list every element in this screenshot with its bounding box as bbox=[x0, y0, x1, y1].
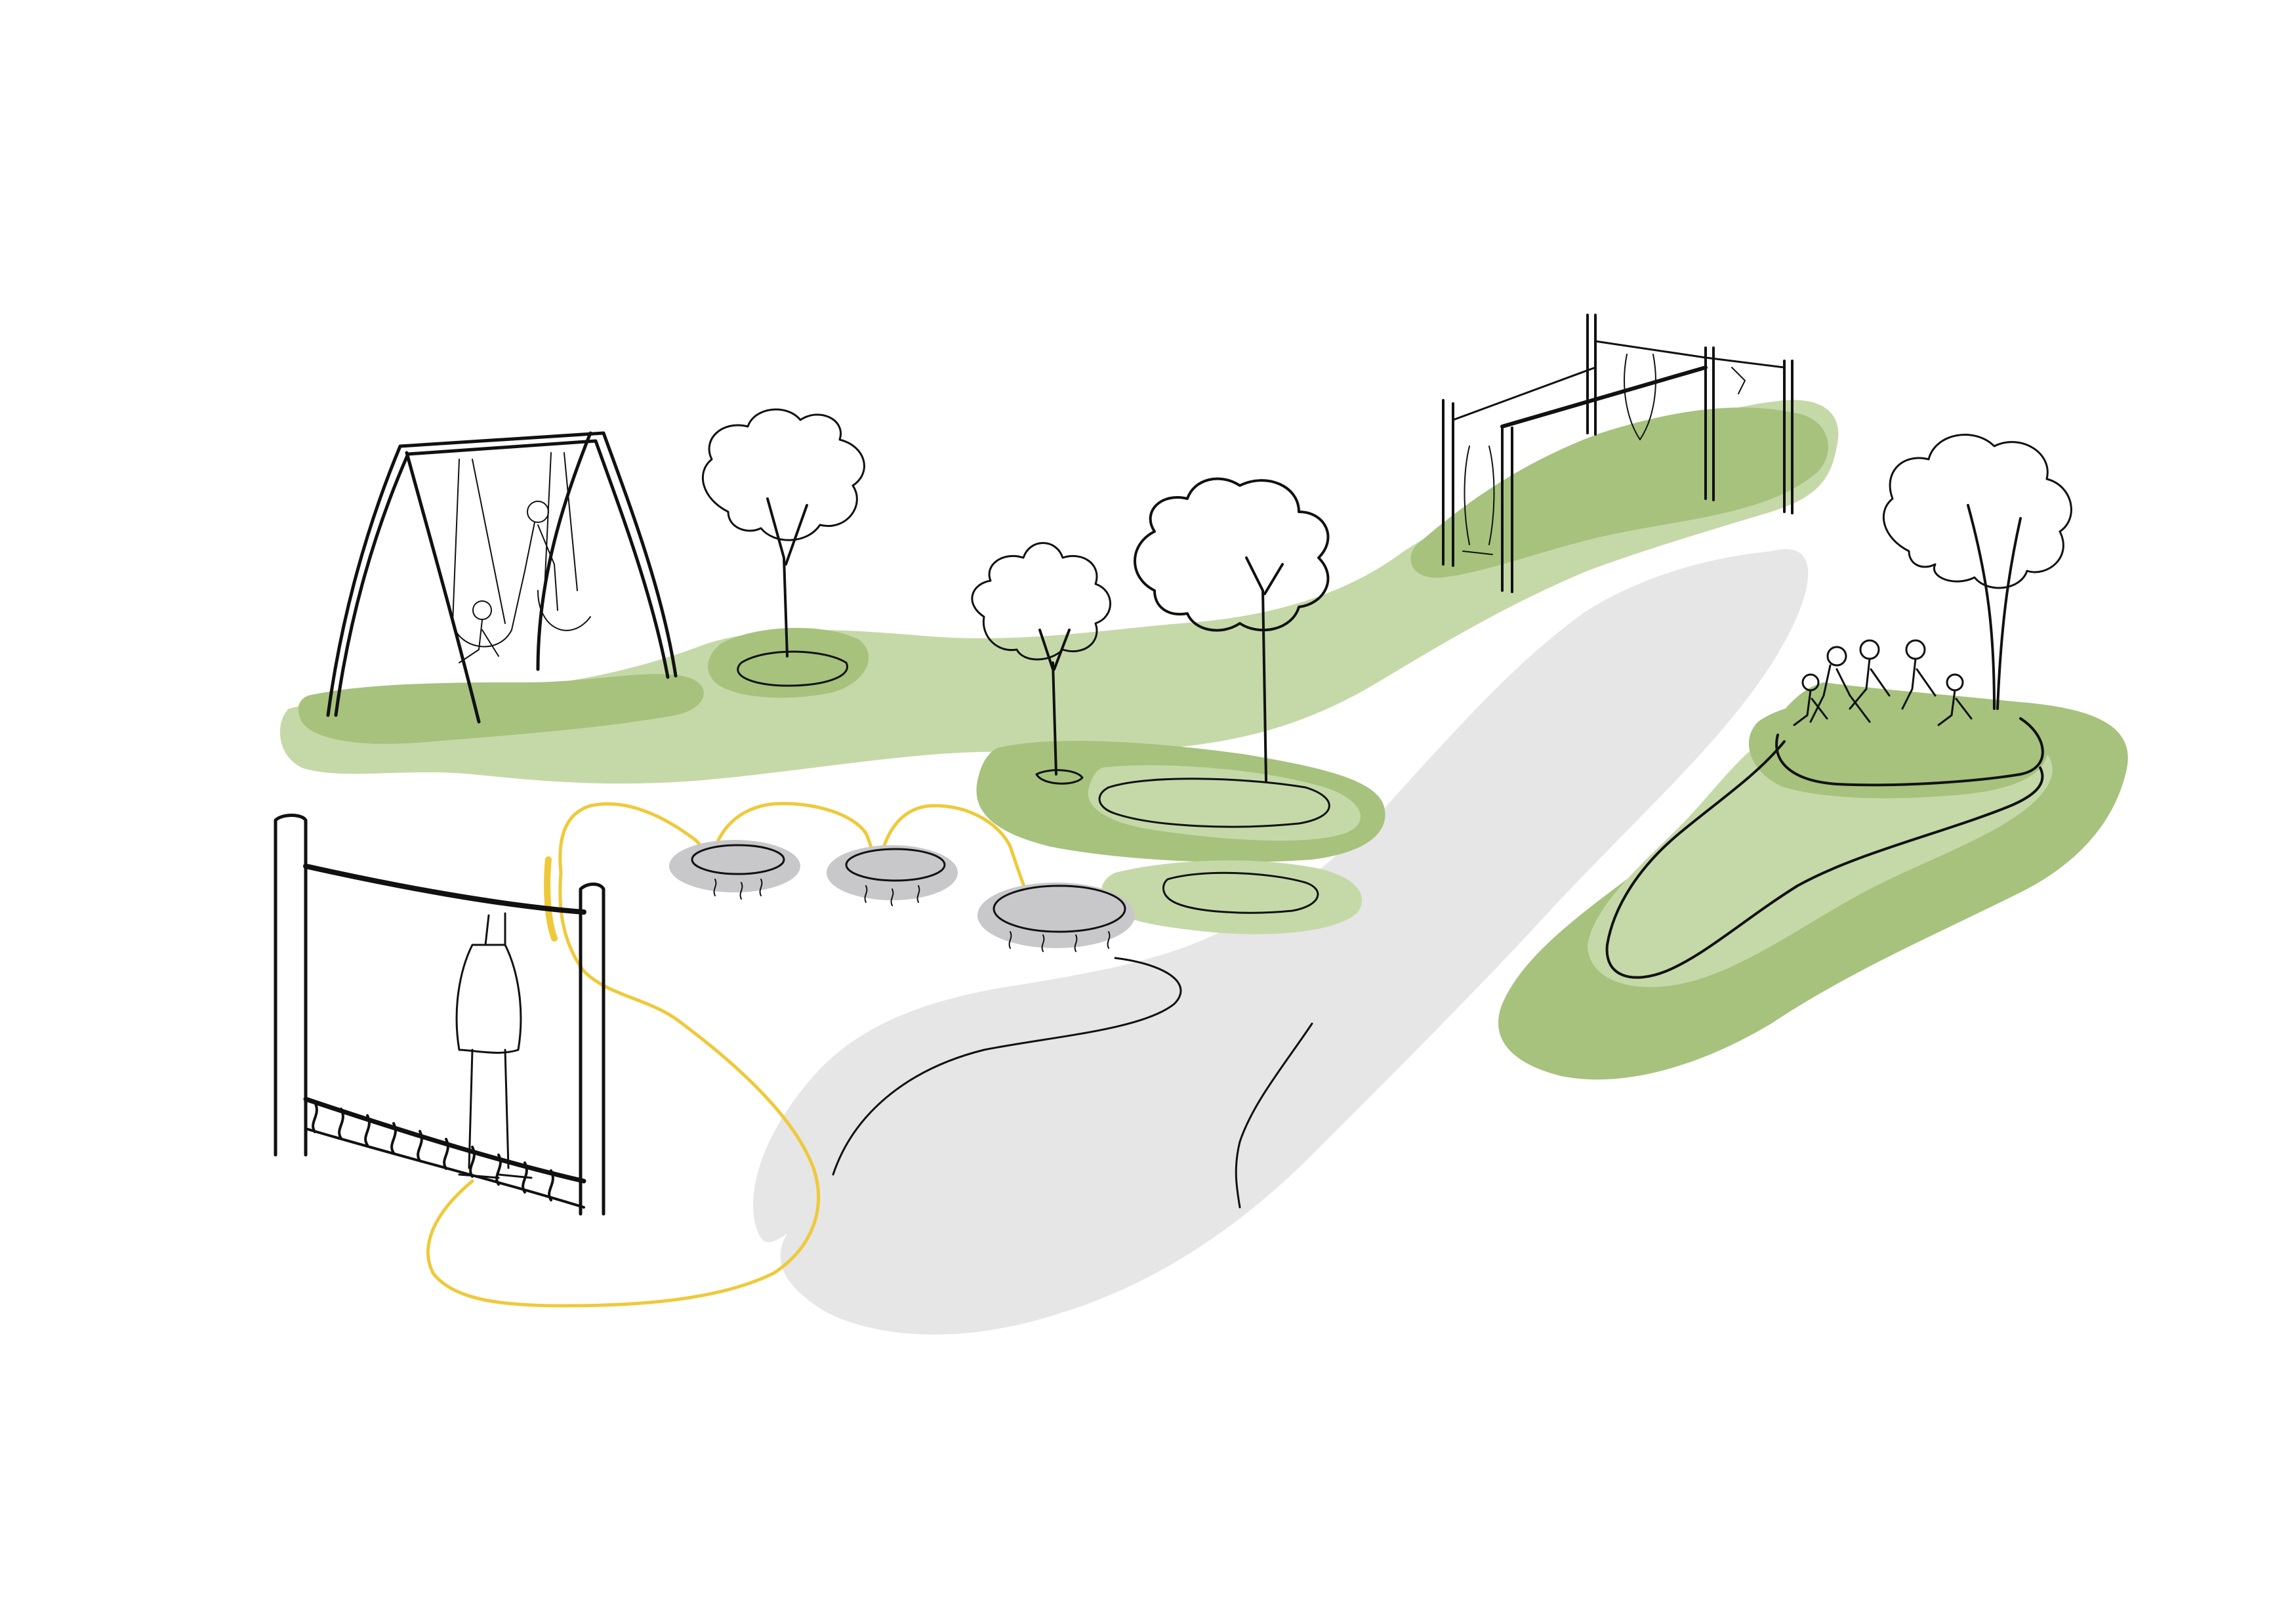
spring-stone-icon bbox=[669, 840, 800, 900]
tree-canopy-large bbox=[1134, 477, 1330, 632]
tree-trunk-large bbox=[1245, 556, 1284, 782]
grass-monkeybar-patch bbox=[1410, 407, 1828, 578]
spring-stone-icon bbox=[827, 845, 958, 906]
spring-stone-icon bbox=[977, 883, 1135, 952]
tree-icon bbox=[1098, 477, 1330, 914]
swing-set bbox=[326, 431, 678, 724]
trampoline-stones bbox=[669, 840, 1135, 952]
tree-canopy bbox=[701, 408, 865, 541]
grass-swing-patch bbox=[298, 674, 704, 744]
tree-base bbox=[737, 650, 848, 687]
tree-icon bbox=[1882, 434, 2072, 710]
rope-bridge bbox=[274, 814, 605, 1216]
mound-contour-line bbox=[1605, 717, 2044, 979]
tree-icon bbox=[971, 542, 1111, 785]
grass-island-center-lower bbox=[1101, 860, 1363, 934]
tree-trunk bbox=[766, 497, 808, 657]
tree-icon bbox=[701, 408, 865, 687]
yellow-route-line bbox=[426, 802, 1029, 1308]
path-edge-line-2 bbox=[1235, 1022, 1313, 1209]
swinging-children bbox=[459, 501, 558, 663]
grass-band bbox=[279, 400, 1839, 784]
tree-canopy-right bbox=[1882, 434, 2072, 589]
rope-net-icon bbox=[274, 814, 605, 1216]
tree-base-contour bbox=[1098, 778, 1330, 828]
grass-mound-right bbox=[1498, 682, 2128, 1080]
hanging-child bbox=[455, 912, 533, 1179]
mound-top bbox=[1748, 699, 2048, 799]
swing-frame-icon bbox=[326, 431, 678, 724]
tree-trunk-small bbox=[1038, 629, 1071, 776]
winding-path bbox=[753, 549, 1809, 1335]
tree-base-contour-2 bbox=[1162, 871, 1319, 914]
tree-base-small bbox=[1035, 769, 1084, 785]
tree-trunk-right bbox=[1967, 504, 2022, 710]
path-edge-line bbox=[832, 957, 1182, 1176]
people-icon bbox=[1793, 639, 1973, 726]
monkey-bars bbox=[1442, 314, 1794, 593]
climbing-frame-icon bbox=[1442, 314, 1794, 593]
climbing-children bbox=[1462, 354, 1746, 555]
yellow-route-thick bbox=[544, 856, 558, 942]
tree-canopy-small bbox=[971, 542, 1111, 661]
path-grey-area bbox=[753, 549, 1809, 1335]
